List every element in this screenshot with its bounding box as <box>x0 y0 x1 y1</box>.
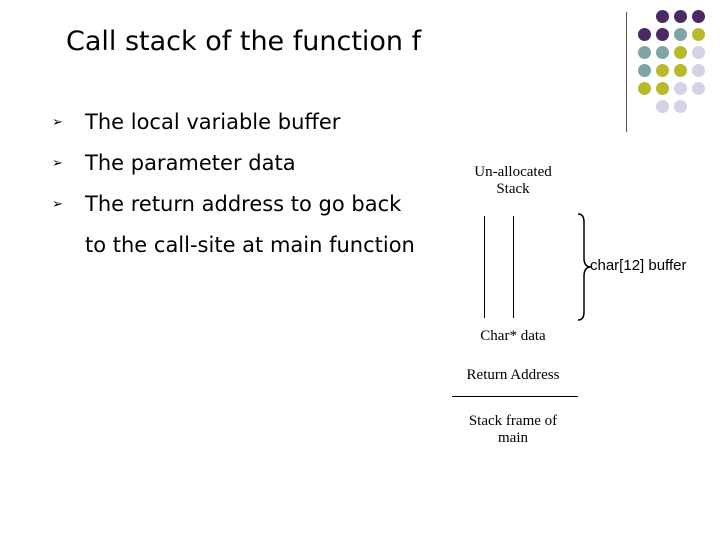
decorative-dot <box>656 100 669 113</box>
bullet-item-return-address: ➢ The return address to go back to the c… <box>52 184 415 266</box>
bullet-text: The parameter data <box>85 151 296 175</box>
decorative-dot <box>638 28 651 41</box>
decorative-dot <box>674 46 687 59</box>
char-data-label: Char* data <box>480 328 546 344</box>
decorative-dot <box>638 82 651 95</box>
decorative-dot <box>692 82 705 95</box>
decorative-dot <box>656 46 669 59</box>
decorative-dot <box>692 10 705 23</box>
unallocated-stack-label: Un-allocated Stack <box>474 164 552 197</box>
arrow-bullet-icon: ➢ <box>52 115 63 130</box>
bullet-text: The local variable buffer <box>85 110 341 134</box>
decorative-dot <box>674 28 687 41</box>
bullet-list: ➢ The local variable buffer ➢ The parame… <box>52 102 415 266</box>
slide-title: Call stack of the function f <box>66 26 422 57</box>
decorative-dot <box>656 64 669 77</box>
decorative-dot <box>674 82 687 95</box>
bullet-item-parameter: ➢ The parameter data <box>52 143 415 184</box>
main-frame-label: Stack frame of main <box>468 413 558 446</box>
decorative-dot <box>656 82 669 95</box>
stack-right-line <box>513 216 514 318</box>
decorative-dot <box>674 100 687 113</box>
decorative-dot <box>692 28 705 41</box>
decorative-dot <box>656 28 669 41</box>
bullet-item-buffer: ➢ The local variable buffer <box>52 102 415 143</box>
decorative-dot <box>692 64 705 77</box>
stack-frame-divider <box>452 396 578 397</box>
stack-left-line <box>484 216 485 318</box>
decorative-dot <box>674 64 687 77</box>
decorative-divider <box>626 12 627 132</box>
arrow-bullet-icon: ➢ <box>52 156 63 171</box>
decorative-dot <box>692 46 705 59</box>
bullet-text: The return address to go back to the cal… <box>85 192 415 257</box>
buffer-brace-label: char[12] buffer <box>590 257 687 274</box>
decorative-dot <box>638 46 651 59</box>
curly-brace-icon <box>577 213 592 321</box>
arrow-bullet-icon: ➢ <box>52 197 63 212</box>
decorative-dot <box>674 10 687 23</box>
return-address-label: Return Address <box>466 367 560 383</box>
decorative-dot <box>656 10 669 23</box>
decorative-dot <box>638 64 651 77</box>
